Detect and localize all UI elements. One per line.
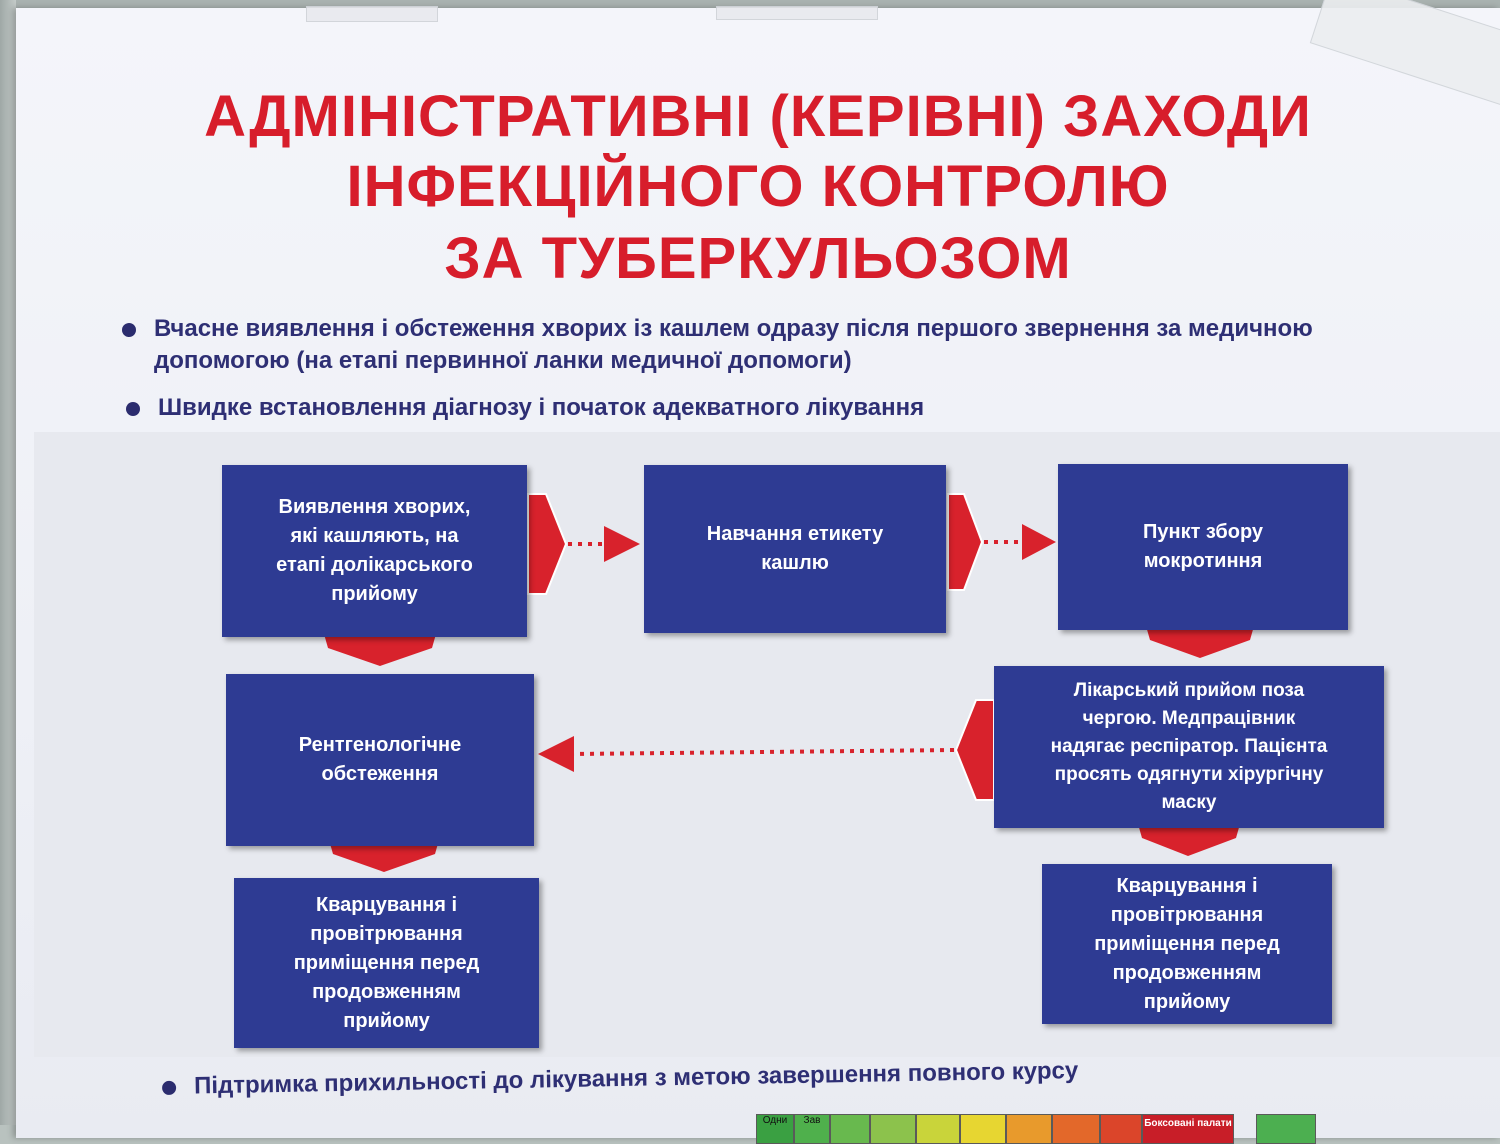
step-label: Пункт збору мокротиння [1142, 521, 1264, 572]
table-cell-orange [1006, 1114, 1052, 1144]
table-cell-green [1256, 1114, 1316, 1144]
bullet-fast-diagnosis: Швидке встановлення діагнозу і початок а… [126, 392, 1358, 424]
bullet-early-detection: Вчасне виявлення і обстеження хворих із … [122, 313, 1454, 377]
step-label: Навчання етикету кашлю [706, 523, 884, 574]
bottom-color-table: Одни Зав Боксовані палати [756, 1106, 1316, 1144]
tape-strip [716, 6, 878, 20]
poster: АДМІНІСТРАТИВНІ (КЕРІВНІ) ЗАХОДИ ІНФЕКЦІ… [16, 0, 1500, 1144]
poster-title-line-1: АДМІНІСТРАТИВНІ (КЕРІВНІ) ЗАХОДИ [204, 84, 1312, 149]
step-cough-etiquette: Навчання етикету кашлю [644, 465, 946, 633]
chevron-left-icon [954, 699, 995, 801]
flow-connectors [324, 493, 1254, 872]
step-xray-exam: Рентгенологічне обстеження [226, 674, 534, 846]
chevron-right-icon [947, 493, 984, 591]
bullet-text: Підтримка прихильності до лікування з ме… [193, 1057, 1079, 1100]
bullet-text: Швидке встановлення діагнозу і початок а… [158, 394, 925, 421]
arrowhead-right-icon [1022, 524, 1056, 560]
bullet-treatment-adherence: Підтримка прихильності до лікування з ме… [161, 1050, 1394, 1103]
down-arrow-icon [329, 840, 439, 872]
wall-top [0, 0, 1500, 10]
arrowhead-right-icon [604, 526, 640, 562]
table-cell-green: Зав [794, 1114, 830, 1144]
table-cell-yellowgreen [916, 1114, 960, 1144]
table-cell-text: Одни [762, 1115, 788, 1126]
table-cell-orange [1052, 1114, 1100, 1144]
table-cell-yellow [960, 1114, 1006, 1144]
table-cell-red [1100, 1114, 1142, 1144]
wall-left [0, 0, 16, 1125]
tape-strip [306, 6, 438, 22]
step-sputum-collection: Пункт збору мокротиння [1058, 464, 1348, 630]
poster-title-line-3: ЗА ТУБЕРКУЛЬОЗОМ [444, 226, 1072, 291]
bullet-dot-icon [122, 323, 136, 337]
poster-title-line-2: ІНФЕКЦІЙНОГО КОНТРОЛЮ [346, 154, 1170, 219]
table-cell-green [830, 1114, 870, 1144]
down-arrow-icon [1146, 626, 1254, 658]
down-arrow-icon [324, 634, 436, 666]
arrowhead-left-icon [538, 736, 574, 772]
step-quartz-ventilation-left: Кварцування і провітрювання приміщення п… [234, 878, 539, 1048]
step-detect-coughing-patients: Виявлення хворих, які кашляють, на етапі… [222, 465, 527, 637]
step-label: Кварцування і провітрювання приміщення п… [1094, 874, 1280, 1013]
table-cell-boxed-wards: Боксовані палати [1142, 1114, 1234, 1144]
table-cell-text: Боксовані палати [1144, 1118, 1232, 1129]
step-quartz-ventilation-right: Кварцування і провітрювання приміщення п… [1042, 864, 1332, 1024]
down-arrow-icon [1138, 824, 1240, 856]
table-cell-lightgreen [870, 1114, 916, 1144]
bullet-dot-icon [126, 402, 140, 416]
dotted-connector [573, 748, 955, 756]
step-label: Виявлення хворих, які кашляють, на етапі… [276, 496, 473, 605]
step-label: Кварцування і провітрювання приміщення п… [293, 893, 480, 1032]
bullet-dot-icon [161, 1080, 177, 1096]
step-label: Лікарський прийом поза чергою. Медпраців… [1050, 680, 1328, 813]
table-cell-text: Зав [803, 1115, 821, 1126]
step-priority-doctor-visit: Лікарський прийом поза чергою. Медпраців… [994, 666, 1384, 828]
flow-diagram: Виявлення хворих, які кашляють, на етапі… [34, 432, 1500, 1057]
step-label: Рентгенологічне обстеження [298, 734, 462, 785]
table-cell-green: Одни [756, 1114, 794, 1144]
bullet-text: Вчасне виявлення і обстеження хворих із … [154, 315, 1313, 374]
chevron-right-icon [527, 493, 568, 595]
